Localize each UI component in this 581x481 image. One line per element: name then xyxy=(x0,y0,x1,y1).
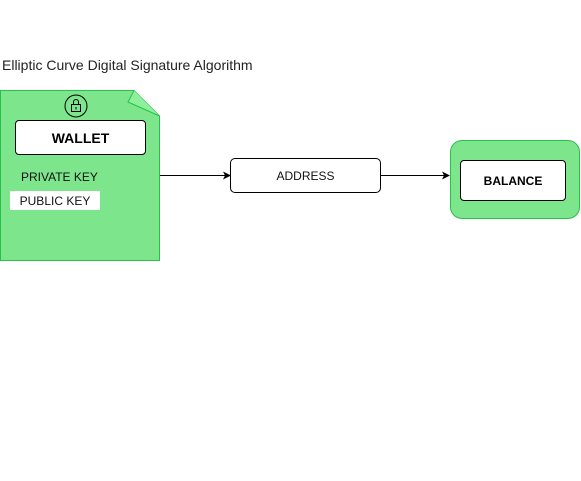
public-key-box: PUBLIC KEY xyxy=(10,191,100,210)
wallet-label: WALLET xyxy=(51,129,110,146)
balance-box: BALANCE xyxy=(460,160,566,201)
balance-label: BALANCE xyxy=(483,173,543,188)
public-key-label: PUBLIC KEY xyxy=(19,193,91,208)
diagram-title: Elliptic Curve Digital Signature Algorit… xyxy=(2,57,253,73)
private-key-label: PRIVATE KEY xyxy=(21,170,98,184)
address-to-balance-arrowhead xyxy=(442,171,450,180)
lock-icon xyxy=(64,94,88,118)
address-box: ADDRESS xyxy=(230,158,381,193)
wallet-label-box: WALLET xyxy=(15,120,146,155)
address-label: ADDRESS xyxy=(276,168,335,183)
